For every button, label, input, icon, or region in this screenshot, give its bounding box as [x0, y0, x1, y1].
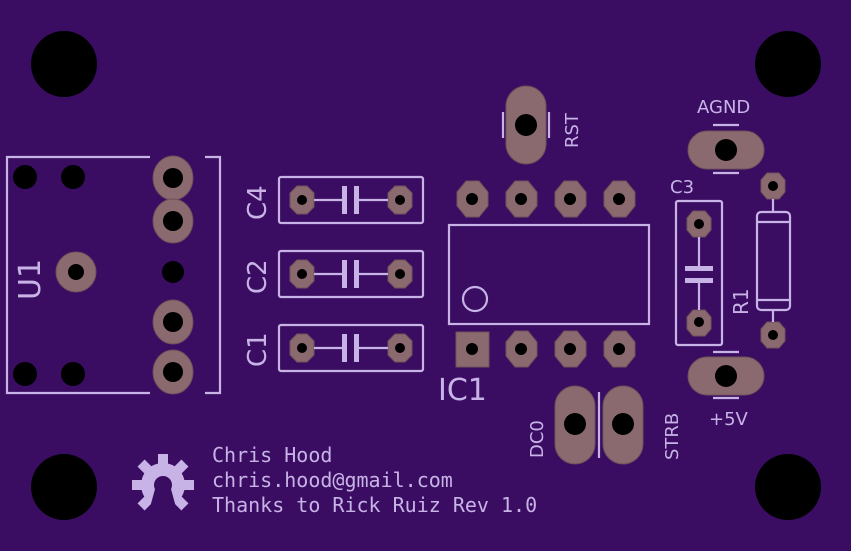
credit-thanks: Thanks to Rick Ruiz Rev 1.0: [212, 493, 537, 517]
capacitor-c3: [674, 199, 724, 347]
c2-label: C2: [243, 259, 273, 294]
rst-jumper: [501, 85, 551, 165]
u1-connector: [5, 155, 222, 395]
dc0-strb-jumpers: [554, 385, 644, 465]
ic1-top-pins: [456, 180, 636, 218]
ic1-label: IC1: [438, 373, 487, 408]
agnd-jumper: [687, 123, 765, 175]
capacitor-c4: [277, 175, 425, 225]
plus5v-label: +5V: [709, 409, 749, 430]
dc0-label: DC0: [527, 420, 548, 458]
c1-label: C1: [243, 332, 273, 367]
mounting-hole-bottom-left: [31, 454, 97, 520]
ic1-chip: [447, 180, 651, 368]
credit-email: chris.hood@gmail.com: [212, 468, 453, 492]
resistor-r1: [755, 172, 792, 349]
r1-label: R1: [729, 288, 753, 315]
mounting-hole-top-left: [31, 31, 97, 97]
strb-label: STRB: [662, 413, 683, 460]
u1-label: U1: [13, 259, 48, 300]
ic1-bottom-pins: [455, 330, 636, 368]
c3-label: C3: [670, 177, 694, 198]
agnd-label: AGND: [697, 97, 750, 118]
plus5v-jumper: [687, 350, 765, 400]
rst-label: RST: [562, 112, 583, 148]
capacitor-c2: [277, 249, 425, 299]
mounting-hole-bottom-right: [755, 454, 821, 520]
credit-name: Chris Hood: [212, 443, 332, 467]
capacitor-c1: [277, 323, 425, 373]
mounting-hole-top-right: [755, 31, 821, 97]
c4-label: C4: [243, 185, 273, 220]
open-hardware-gear-icon: [132, 454, 194, 511]
